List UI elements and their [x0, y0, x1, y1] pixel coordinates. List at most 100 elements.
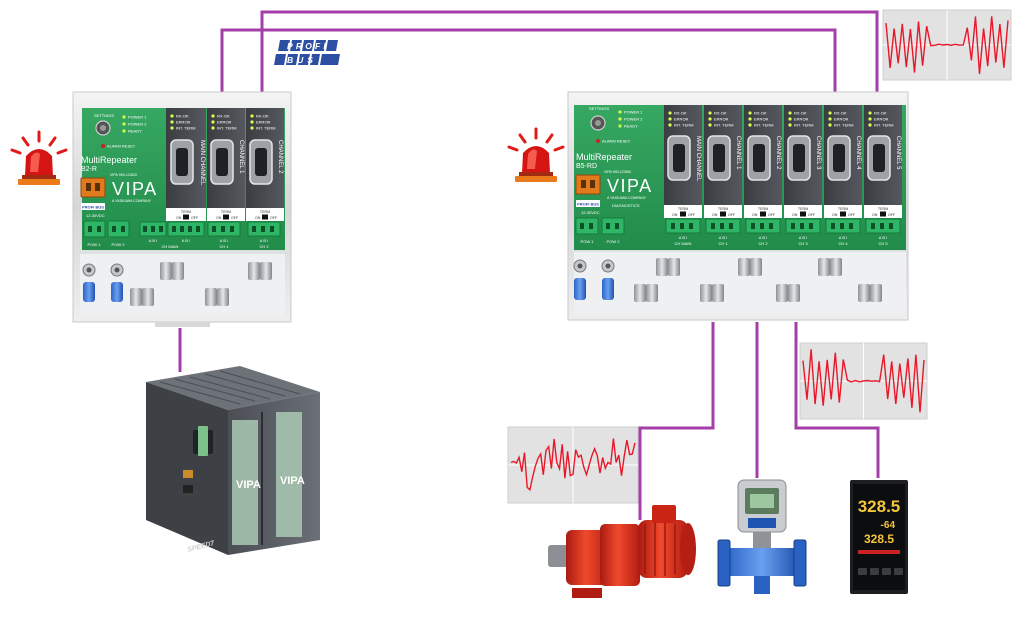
on-label: ON	[672, 213, 678, 217]
temperature-controller-icon: 328.5 -64 328.5	[850, 480, 908, 594]
alarm-reset-button[interactable]	[101, 144, 105, 148]
term-label: TERM	[260, 210, 270, 214]
oscilloscope-icon	[883, 10, 1011, 80]
power-terminal	[576, 218, 598, 234]
led-label: READY	[624, 124, 638, 129]
term-label: TERM	[181, 210, 191, 214]
channel-main: RX-OKERRORINT. TERM MAIN CHANNEL TERM ON…	[166, 108, 206, 221]
pow2-label: POW 2	[607, 239, 621, 244]
term-label: TERM	[758, 207, 768, 211]
off-label: OFF	[728, 213, 736, 217]
term-switch[interactable]	[840, 212, 846, 217]
term-switch[interactable]	[720, 212, 726, 217]
profibus-mini-logo: PROFI BUS	[577, 202, 599, 207]
vipa-brand-sub: A YASKAWA COMPANY	[112, 199, 152, 203]
channel-2: RX-OKERRORINT. TERM CHANNEL 2 TERM ON OF…	[246, 108, 284, 221]
display-main: 328.5	[858, 497, 901, 516]
pins-label: A B I	[182, 238, 190, 243]
led-label: ERROR	[874, 117, 889, 122]
settings-label: SETTINGS	[94, 113, 114, 118]
term-label: TERM	[221, 210, 231, 214]
led-label: INT. TERM	[714, 123, 733, 128]
term-label: TERM	[878, 207, 888, 211]
off-label: OFF	[768, 213, 776, 217]
pins-label: A B I	[799, 235, 807, 240]
channel-column-1: RX-OKERRORINT. TERMCHANNEL 1TERMONOFFA B…	[704, 105, 742, 246]
term-switch[interactable]	[183, 215, 189, 220]
profibus-logo-line1: PROFI	[287, 41, 329, 51]
repeater-model: B2-R	[81, 166, 97, 173]
led-label: ERROR	[217, 120, 232, 125]
gear-motor-icon	[548, 505, 696, 598]
controller-key[interactable]	[882, 568, 891, 575]
led-label: INT. TERM	[754, 123, 773, 128]
led-label: POWER 2	[624, 117, 643, 122]
pins-label: A B I	[679, 235, 687, 240]
repeater-title: MultiRepeater	[81, 155, 137, 165]
led-label: INT. TERM	[874, 123, 893, 128]
pins-label: A B I	[260, 238, 268, 243]
repeater-part: VIPA 900-1CB20	[110, 173, 137, 177]
bus-cable-motor	[640, 322, 713, 520]
off-label: OFF	[848, 213, 856, 217]
diag-port	[576, 175, 600, 194]
led-label: READY	[128, 129, 142, 134]
alarm-reset-button[interactable]	[596, 139, 600, 143]
on-label: ON	[752, 213, 758, 217]
led-label: ERROR	[714, 117, 729, 122]
on-label: ON	[216, 216, 222, 220]
led-label: POWER 1	[624, 110, 643, 115]
plc-brand: VIPA	[236, 479, 261, 491]
channel-name: CHANNEL 4	[855, 136, 861, 170]
on-label: ON	[792, 213, 798, 217]
pins-label: A B I	[759, 235, 767, 240]
led-label: INT. TERM	[834, 123, 853, 128]
term-label: TERM	[718, 207, 728, 211]
channel-name: CHANNEL 1	[735, 136, 741, 170]
led-label: INT. TERM	[674, 123, 693, 128]
profibus-mini-logo: PROFI BUS	[82, 205, 104, 210]
plc-brand: VIPA	[280, 475, 305, 487]
led-label: RX-OK	[256, 114, 269, 119]
settings-label: SETTINGS	[589, 106, 609, 111]
alarm-reset-label: ALARM RESET	[602, 139, 631, 144]
led-label: ERROR	[794, 117, 809, 122]
on-label: ON	[255, 216, 261, 220]
channel-name: CHANNEL 3	[815, 136, 821, 170]
led-label: RX-OK	[794, 111, 807, 116]
profibus-logo-line2: BUS	[287, 55, 317, 65]
term-switch[interactable]	[880, 212, 886, 217]
led-label: RX-OK	[674, 111, 687, 116]
controller-key[interactable]	[894, 568, 903, 575]
profibus-logo-icon: PROFI BUS	[274, 40, 340, 65]
channel-bottom-label: CH 4	[838, 241, 848, 246]
led-label: INT. TERM	[794, 123, 813, 128]
diag-port	[81, 178, 105, 197]
term-switch[interactable]	[680, 212, 686, 217]
off-label: OFF	[808, 213, 816, 217]
off-label: OFF	[688, 213, 696, 217]
led-label: RX-OK	[834, 111, 847, 116]
repeater-title: MultiRepeater	[576, 152, 632, 162]
diagnostics-label: DIAGNOSTICS	[612, 203, 640, 208]
controller-key[interactable]	[870, 568, 879, 575]
term-switch[interactable]	[223, 215, 229, 220]
off-label: OFF	[270, 216, 278, 220]
supply-label: 12-30VDC	[86, 213, 105, 218]
term-switch[interactable]	[800, 212, 806, 217]
led-label: ERROR	[674, 117, 689, 122]
multirepeater-right: SETTINGS POWER 1 POWER 2 READY ALARM RES…	[568, 92, 908, 320]
term-switch[interactable]	[262, 215, 268, 220]
alarm-beacon-icon	[509, 129, 563, 182]
led-label: ERROR	[256, 120, 271, 125]
led-label: INT. TERM	[176, 126, 195, 131]
term-switch[interactable]	[760, 212, 766, 217]
alarm-beacon-icon	[12, 132, 66, 185]
on-label: ON	[872, 213, 878, 217]
controller-key[interactable]	[858, 568, 867, 575]
on-label: ON	[832, 213, 838, 217]
channel-name: CHANNEL 1	[238, 140, 244, 174]
oscilloscope-icon	[800, 343, 927, 419]
